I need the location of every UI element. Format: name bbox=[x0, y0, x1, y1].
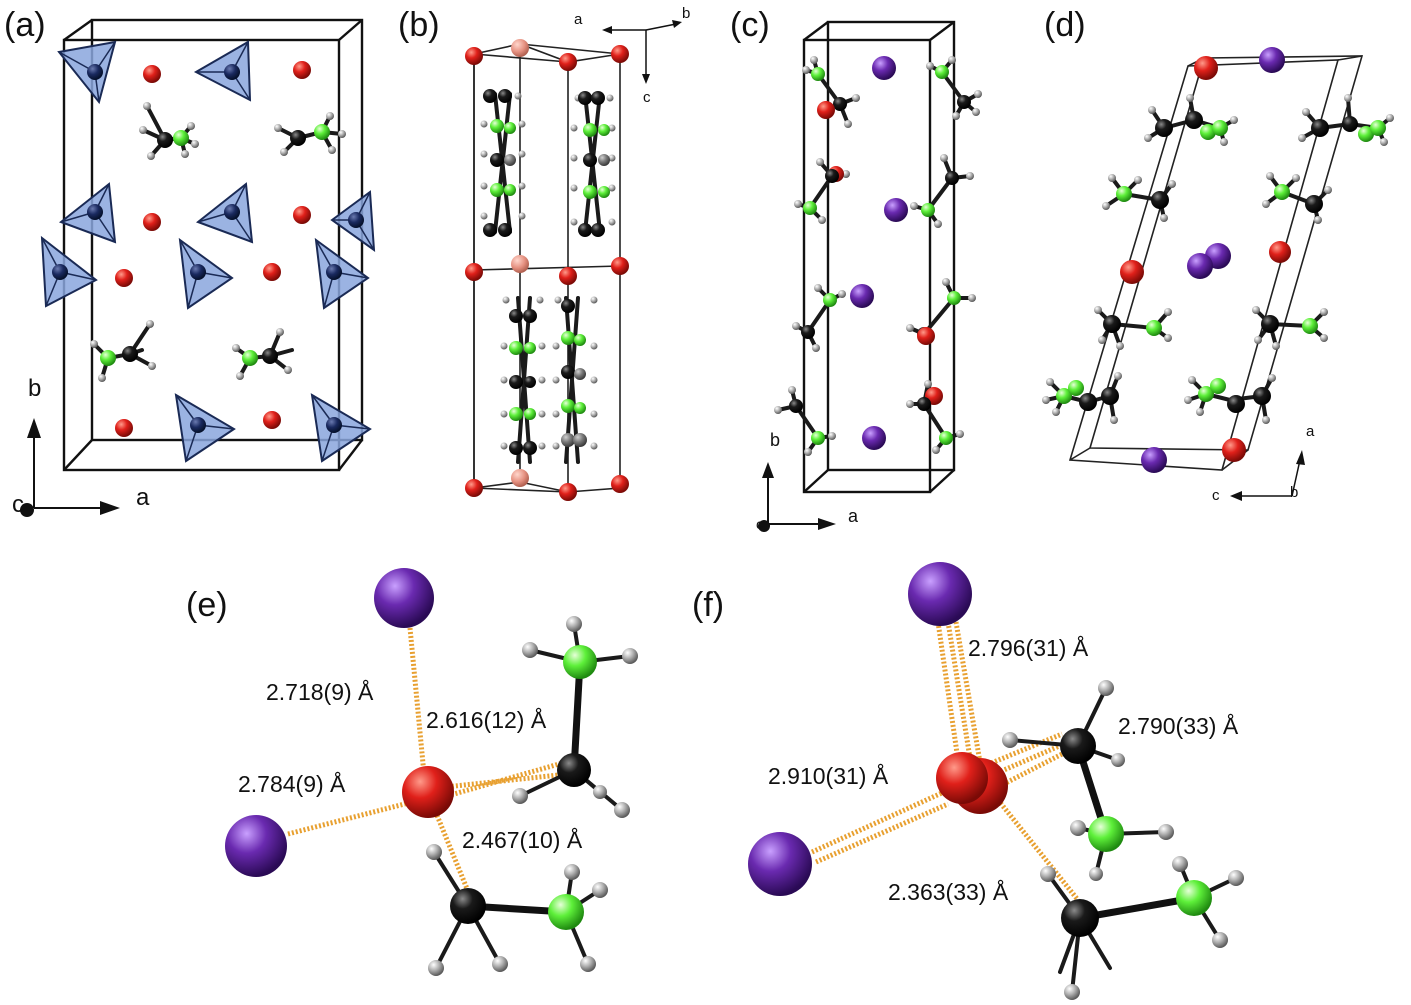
axis-c-label-c: c bbox=[756, 516, 763, 532]
panel-b-molecule-columns bbox=[480, 89, 616, 464]
panel-d-iodide bbox=[1141, 47, 1285, 473]
panel-b-axes: a b c bbox=[574, 5, 690, 106]
panel-c-unit-cell bbox=[802, 20, 956, 494]
axis-b-label-c: b bbox=[770, 430, 780, 450]
panel-b-oxygen-atoms bbox=[465, 39, 629, 501]
panel-f-contacts bbox=[810, 621, 1080, 902]
panel-a-label: (a) bbox=[4, 6, 46, 44]
panel-d: (d) bbox=[1042, 6, 1394, 504]
panel-e-molecule-bottom bbox=[426, 844, 608, 976]
panel-f-label: (f) bbox=[692, 586, 724, 624]
axis-a-label-c: a bbox=[848, 506, 859, 526]
distance-label-e-2: 2.616(12) Å bbox=[426, 706, 547, 733]
panel-e-contacts bbox=[287, 627, 569, 897]
axis-c-label-d: c bbox=[1212, 487, 1220, 504]
axis-a-label-a: a bbox=[136, 484, 150, 511]
axis-a-label-d: a bbox=[1306, 423, 1315, 440]
panel-d-label: (d) bbox=[1044, 6, 1086, 44]
panel-a-tetrahedra bbox=[40, 40, 376, 463]
distance-label-f-4: 2.363(33) Å bbox=[888, 878, 1009, 905]
distance-label-e-4: 2.467(10) Å bbox=[462, 826, 583, 853]
panel-c-label: (c) bbox=[730, 6, 770, 44]
axis-b-label-d: b bbox=[1290, 484, 1298, 501]
panel-f-molecule-top bbox=[1002, 680, 1174, 881]
distance-label-f-2: 2.790(33) Å bbox=[1118, 712, 1239, 739]
panel-b-label: (b) bbox=[398, 6, 440, 44]
panel-b: (b) bbox=[398, 5, 690, 501]
distance-label-e-1: 2.718(9) Å bbox=[266, 678, 374, 705]
panel-d-oxygen bbox=[1120, 56, 1291, 462]
axis-b-label-a: b bbox=[28, 375, 41, 402]
panel-e: (e) bbox=[186, 568, 638, 976]
panel-e-molecule-top bbox=[512, 616, 638, 818]
panel-a-oxygen-atoms bbox=[115, 61, 311, 437]
panel-c: (c) bbox=[730, 6, 982, 532]
axis-c-label-b: c bbox=[643, 89, 651, 106]
panel-c-axes: b a c bbox=[756, 430, 859, 532]
panel-a-axes: b a c bbox=[12, 375, 150, 518]
panel-d-molecules bbox=[1042, 94, 1394, 424]
panel-f-molecule-bottom bbox=[1040, 856, 1244, 1000]
panel-e-ions bbox=[225, 568, 454, 877]
distance-label-f-1: 2.796(31) Å bbox=[968, 634, 1089, 661]
panel-f-ions bbox=[748, 562, 1008, 896]
panel-d-axes: a c b bbox=[1212, 423, 1315, 504]
distance-label-e-3: 2.784(9) Å bbox=[238, 770, 346, 797]
distance-label-f-3: 2.910(31) Å bbox=[768, 762, 889, 789]
panel-c-iodide bbox=[850, 56, 908, 450]
panel-c-molecules bbox=[774, 56, 982, 456]
panel-a: (a) bbox=[4, 6, 376, 518]
axis-b-label-b: b bbox=[682, 5, 690, 22]
axis-c-label-a: c bbox=[12, 491, 24, 518]
panel-f: (f) bbox=[692, 562, 1244, 1000]
panel-e-label: (e) bbox=[186, 586, 228, 624]
axis-a-label-b: a bbox=[574, 11, 583, 28]
panel-a-methylammonium bbox=[90, 102, 346, 382]
